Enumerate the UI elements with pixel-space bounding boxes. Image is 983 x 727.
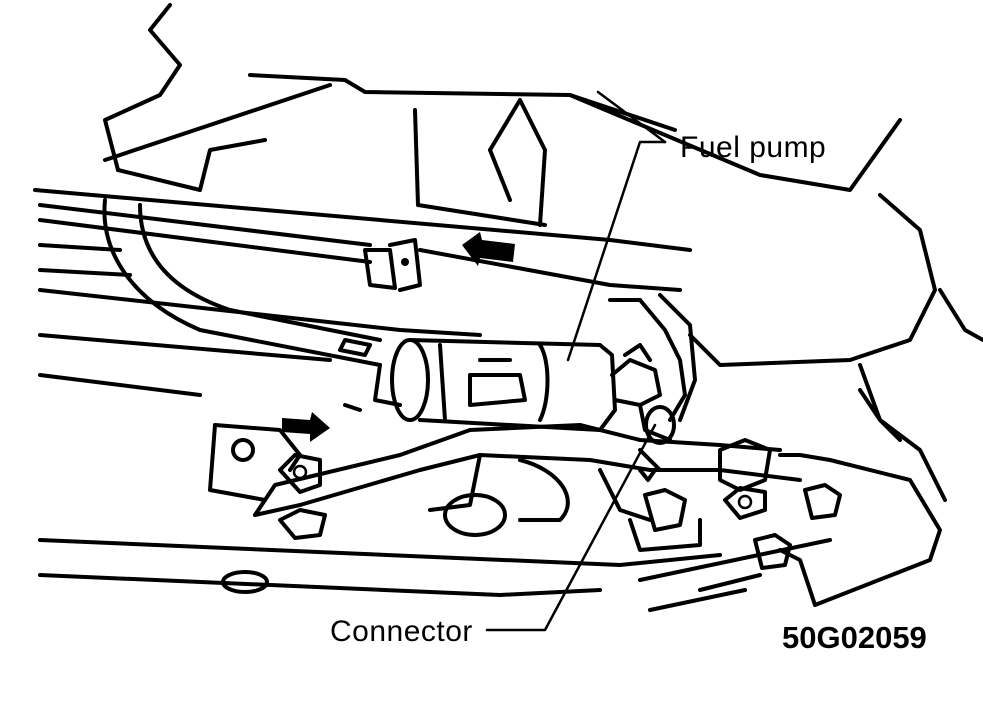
connector-label: Connector xyxy=(330,615,473,648)
fuel-pump-label: Fuel pump xyxy=(680,131,827,164)
figure-code: 50G02059 xyxy=(782,620,927,655)
fuel-pump-body xyxy=(338,338,617,432)
mounting-bolts xyxy=(278,438,842,570)
flow-arrow-left xyxy=(462,232,515,266)
fuel-pump-leader xyxy=(566,140,667,362)
pump-outlet-fittings xyxy=(608,293,697,445)
connector-leader xyxy=(485,423,657,632)
hose-clamp xyxy=(363,238,422,292)
flow-arrows xyxy=(282,232,515,442)
leader-lines xyxy=(485,90,667,632)
mounting-bracket xyxy=(208,423,802,537)
floor-panel-outline xyxy=(103,3,983,442)
flow-arrow-right xyxy=(282,412,330,442)
fuel-hose xyxy=(102,198,382,367)
fuel-pump-leader-2 xyxy=(596,90,667,144)
frame-lines xyxy=(33,188,692,397)
